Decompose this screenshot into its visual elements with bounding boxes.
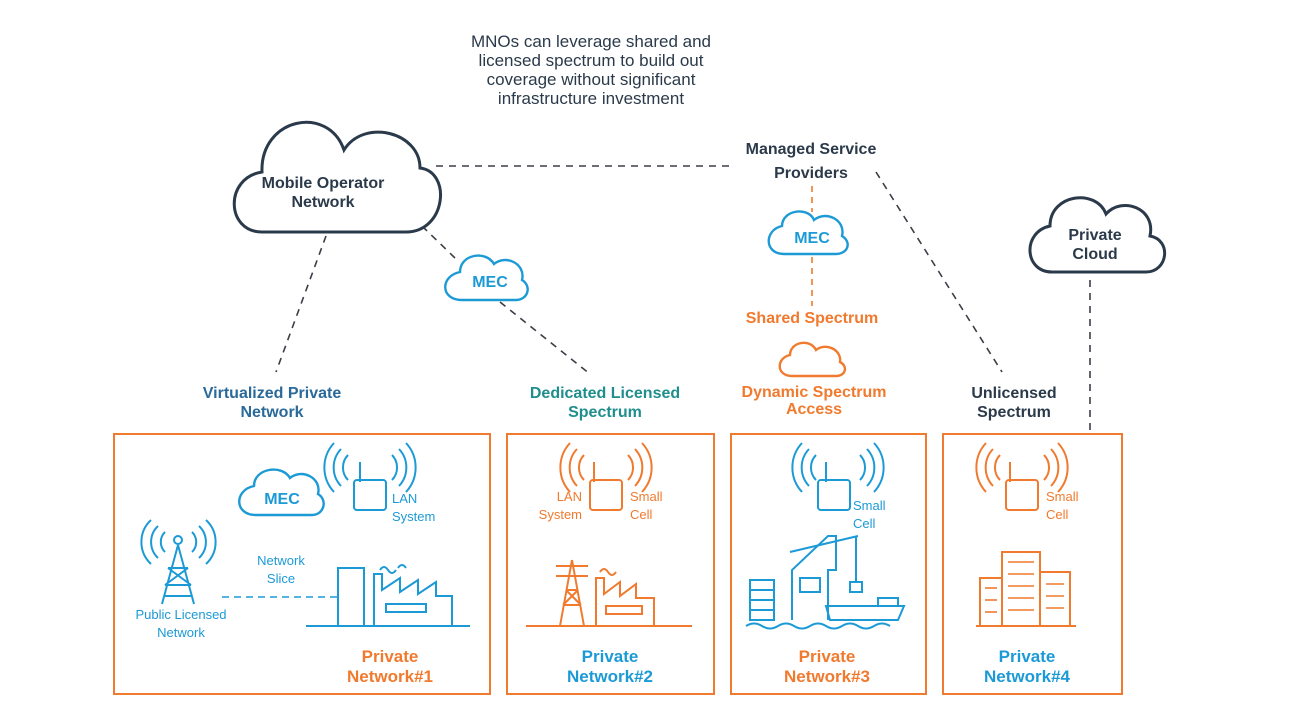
private-network-2-title: Private Network#2 [567, 647, 653, 686]
mec-label-3: MEC [264, 491, 300, 508]
cloud-private [1028, 196, 1167, 274]
private-network-box-1 [113, 433, 491, 695]
managed-service-providers-label: Managed Service Providers [745, 141, 877, 182]
lan-system-label-1: LAN System [392, 491, 436, 524]
small-cell-label-3: Small Cell [853, 498, 886, 531]
small-cell-label-4: Small Cell [1046, 489, 1079, 522]
wifi-icon-4 [975, 442, 1069, 511]
private-network-4-title: Private Network#4 [984, 647, 1070, 686]
cloud-dynamic-spectrum [778, 341, 847, 378]
buildings-icon [976, 551, 1076, 627]
private-cloud-label: Private Cloud [1068, 227, 1122, 263]
private-network-box-4 [942, 433, 1123, 695]
header-virtualized: Virtualized Private Network [202, 385, 342, 421]
mobile-operator-label: Mobile Operator Network [261, 175, 385, 211]
wifi-icon-3 [791, 442, 885, 511]
cell-tower-icon [140, 519, 217, 605]
lan-system-label-2: LAN System [538, 489, 582, 522]
private-network-box-2 [506, 433, 715, 695]
connector-msp-unlicensed [875, 171, 1003, 373]
annotation-text: MNOs can leverage shared and licensed sp… [470, 32, 712, 108]
public-licensed-label: Public Licensed Network [135, 607, 227, 640]
private-network-3-title: Private Network#3 [784, 647, 870, 686]
private-network-box-3 [730, 433, 927, 695]
header-unlicensed: Unlicensed Spectrum [971, 385, 1057, 421]
mec-label-1: MEC [472, 274, 508, 291]
connector-mec-dedicated [499, 301, 591, 375]
cloud-mobile-operator [232, 120, 442, 234]
power-factory-icon [526, 559, 692, 627]
factory-icon-1 [306, 564, 470, 627]
wifi-icon-1 [323, 442, 417, 511]
shared-spectrum-label: Shared Spectrum [745, 310, 879, 327]
header-dynamic: Dynamic Spectrum Access [741, 384, 887, 418]
port-crane-icon [745, 535, 906, 630]
small-cell-label-2: Small Cell [630, 489, 663, 522]
connector-mno-virtualized [275, 235, 327, 373]
cloud-mec-3 [238, 468, 325, 517]
private-network-1-title: Private Network#1 [347, 647, 433, 686]
cloud-mec-1 [444, 254, 529, 302]
wifi-icon-2 [559, 442, 653, 511]
network-slice-label: Network Slice [257, 553, 305, 586]
mec-label-2: MEC [794, 230, 830, 247]
header-dedicated: Dedicated Licensed Spectrum [529, 385, 681, 421]
cloud-mec-2 [767, 210, 849, 256]
